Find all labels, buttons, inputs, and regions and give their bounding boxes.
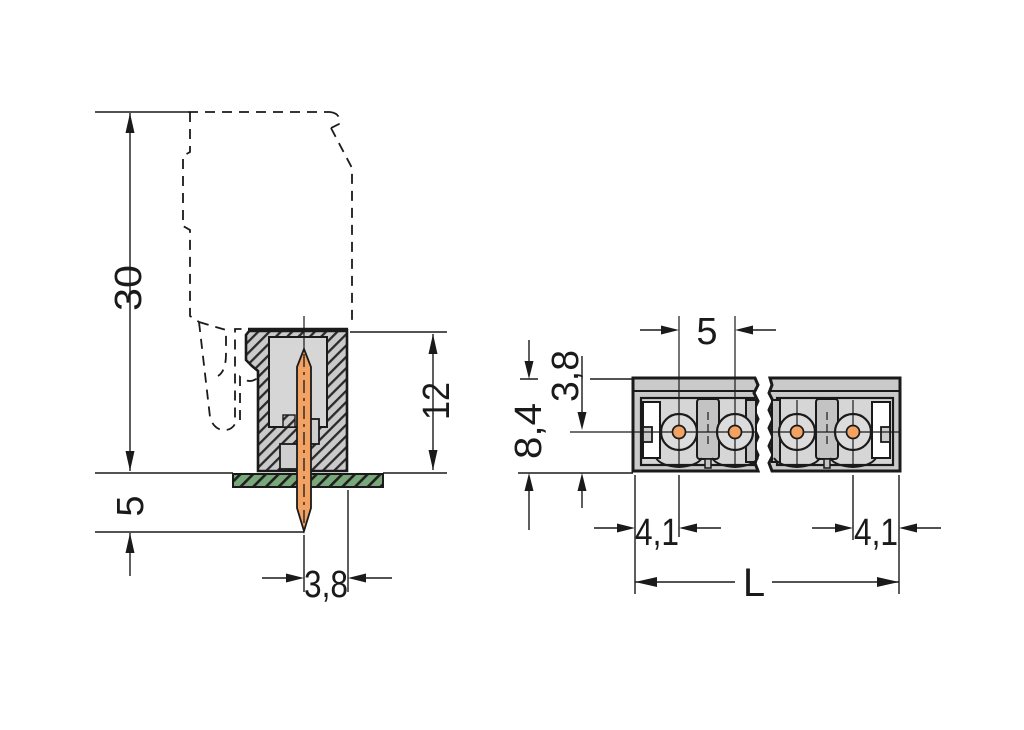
cavity-boss-hatched [282, 414, 296, 428]
dim-label-edge-to-pin-left: 4,1 [635, 512, 679, 554]
pin-contacts [671, 424, 861, 440]
dimension-5-side [95, 472, 304, 576]
pin-contact-2 [727, 424, 743, 440]
dimension-30 [95, 111, 188, 471]
separator-right-tick [823, 458, 831, 469]
dim-label-pin-to-edge-right: 4,1 [854, 512, 898, 554]
pin-contact-3 [789, 424, 805, 440]
dimension-12 [350, 331, 447, 474]
dim-label-pin-to-edge: 3,8 [304, 564, 348, 606]
dim-label-pitch: 5 [696, 311, 717, 353]
side-view: 30 5 12 3,8 [95, 111, 458, 606]
pin-scallops [655, 457, 877, 469]
top-view: 5 8,4 3,8 4,1 [508, 311, 941, 605]
dim-label-total-height: 30 [108, 265, 150, 311]
dim-label-total-length: L [743, 561, 765, 605]
dimension-L [635, 577, 899, 587]
keyway-left-tab [642, 426, 653, 443]
dimension-38-top [577, 356, 587, 508]
pin-contact-1 [671, 424, 687, 440]
separator-left-tick [704, 458, 712, 469]
dimension-pitch-5 [640, 325, 776, 335]
dimension-41-right [812, 475, 941, 594]
keyway-right-tab [880, 426, 891, 443]
dimension-38-side [262, 490, 392, 592]
dim-label-body-height: 12 [416, 382, 458, 420]
dim-label-center-to-front: 3,8 [545, 350, 587, 402]
pin-contact-4 [845, 424, 861, 440]
dim-label-pin-length: 5 [110, 495, 152, 516]
dimension-41-left [594, 475, 721, 594]
dimension-84 [518, 340, 634, 530]
dim-label-body-depth: 8,4 [508, 403, 550, 459]
